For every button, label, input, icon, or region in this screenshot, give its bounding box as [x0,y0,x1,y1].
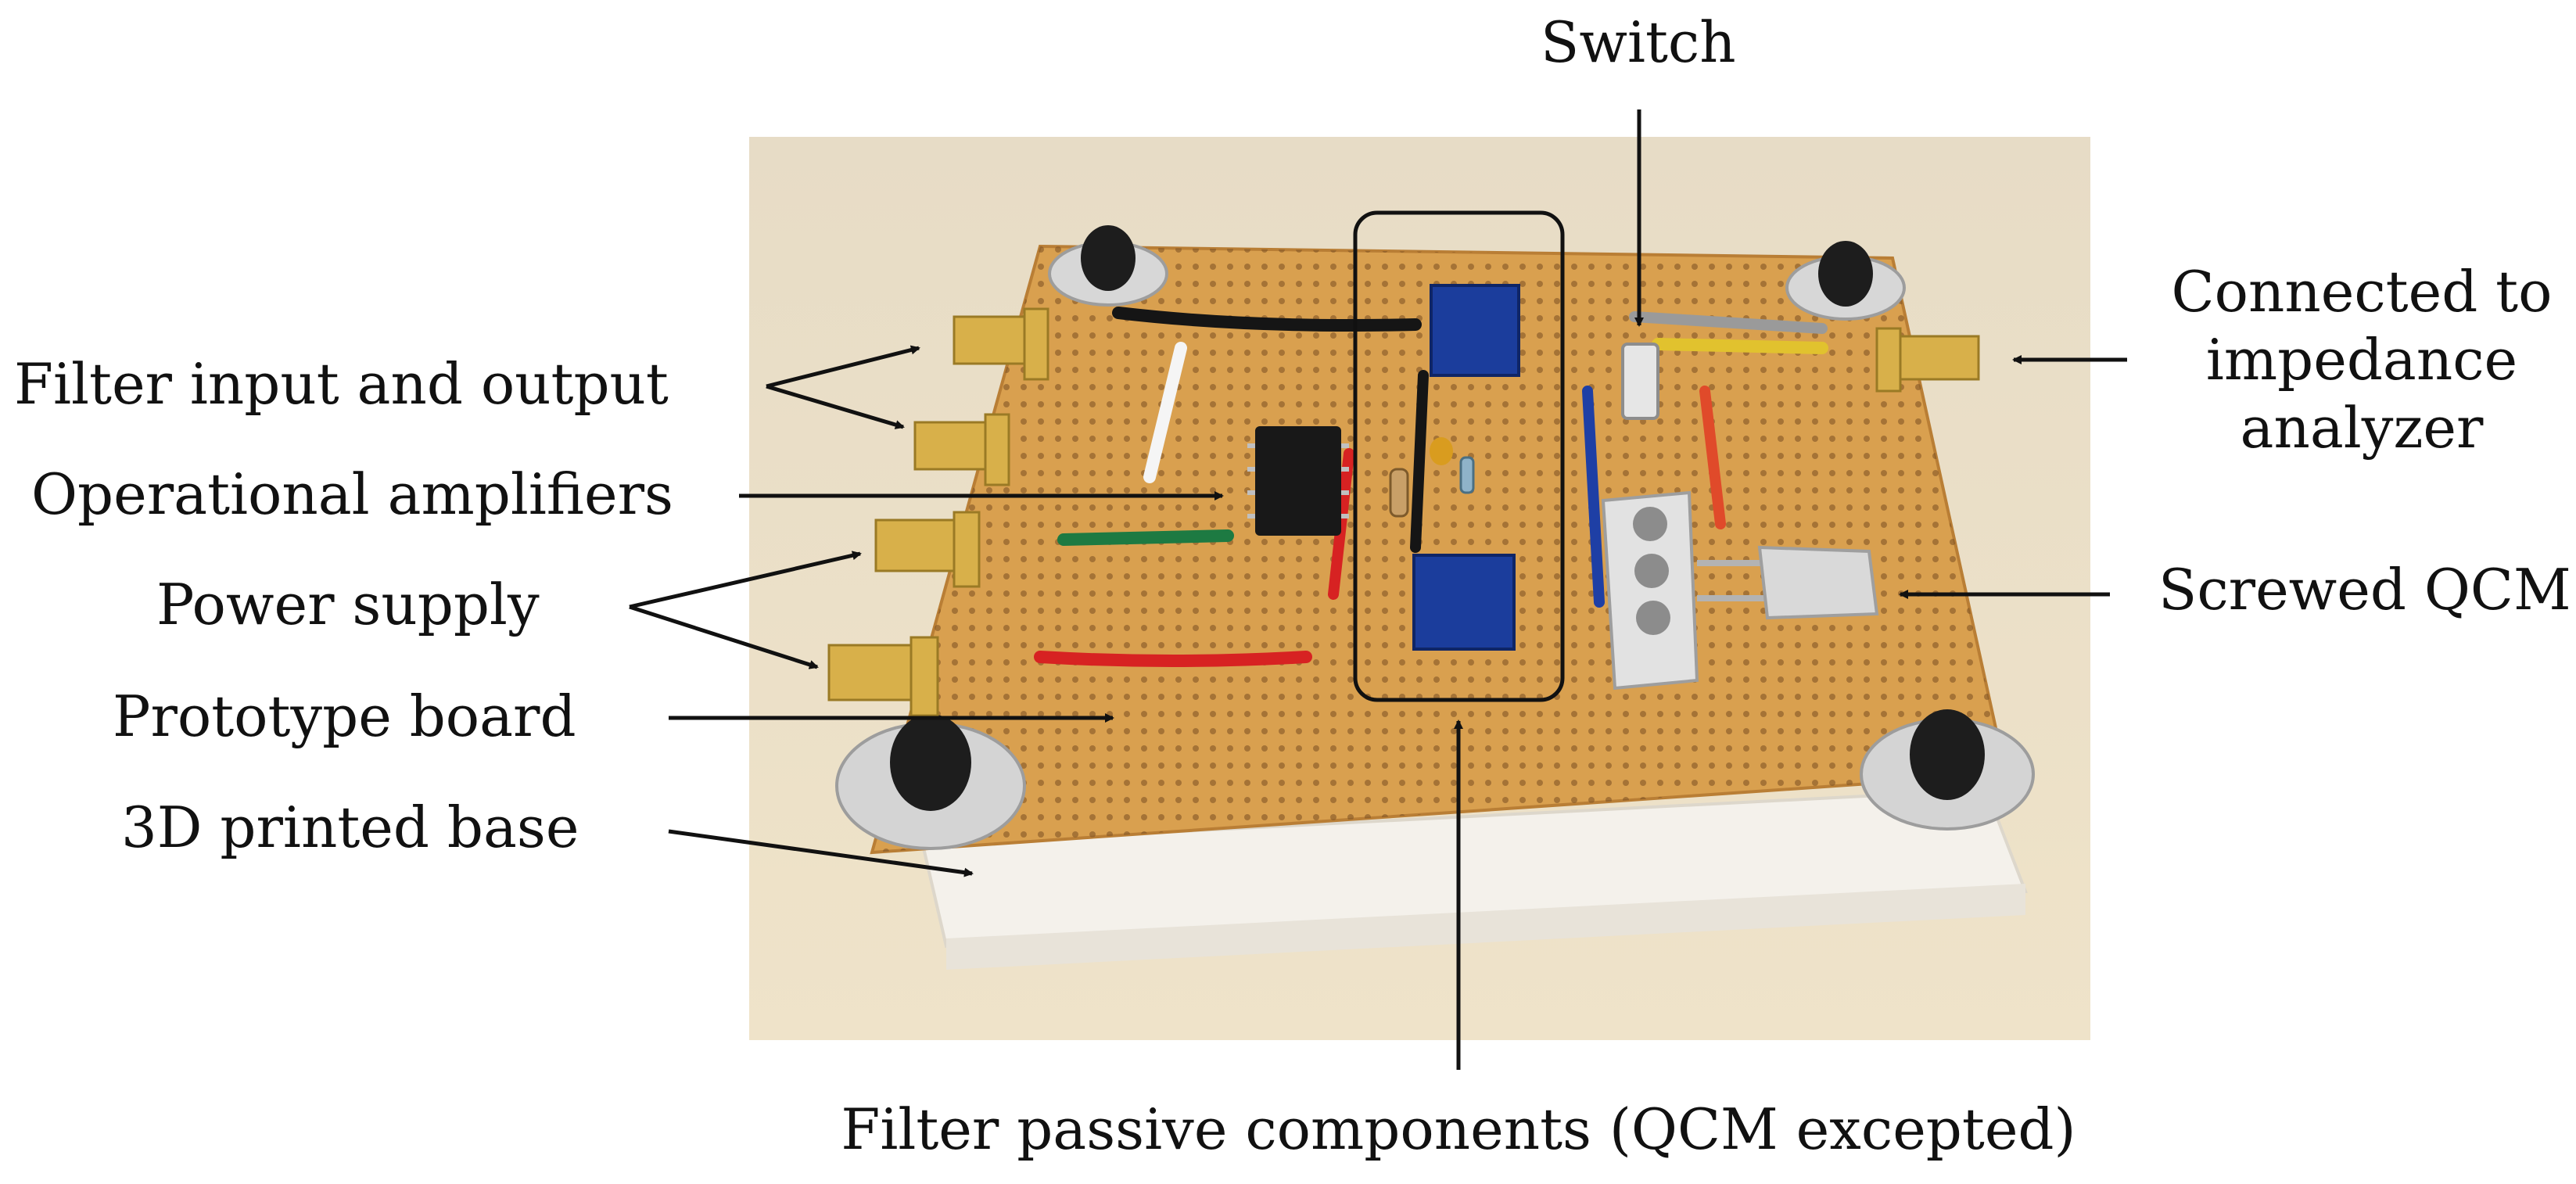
wire-black-vertical [1410,370,1429,553]
label-screwed-qcm: Screwed QCM [2158,557,2571,622]
wire-red-bottom [1034,651,1312,667]
passive-components-box [1353,210,1565,702]
label-op-amps: Operational amplifiers [31,461,673,527]
capacitor [1430,437,1453,465]
wire-black [1112,307,1422,332]
arrow-printed-base [668,829,974,877]
label-passive-components: Filter passive components (QCM excepted) [841,1096,2076,1162]
op-amp-chip [1247,426,1349,536]
screw-top-right [1785,241,1906,321]
label-impedance-line1: Connected to [2171,259,2553,325]
label-printed-base: 3D printed base [121,795,579,860]
resistor-1 [1389,468,1409,518]
wire-red-right [1699,386,1726,529]
potentiometer-bottom [1412,554,1516,651]
arrow-power-1 [629,551,862,609]
label-power-supply: Power supply [156,572,540,637]
label-impedance-line2: impedance [2205,327,2518,393]
label-prototype-board: Prototype board [113,683,576,749]
arrow-power-2 [629,605,819,669]
label-filter-io: Filter input and output [14,351,669,417]
sma-connector-4 [827,636,939,717]
switch-component [1621,343,1659,420]
wire-blue [1582,386,1605,608]
arrow-filter-io-2 [766,384,905,429]
wire-white [1143,342,1187,483]
label-switch: Switch [1541,9,1736,75]
resistor-2 [1459,456,1475,494]
wire-yellow [1652,338,1828,354]
screw-bottom-right [1860,709,2035,831]
qcm-crystal [1697,545,1879,620]
screw-bottom-left [835,714,1026,850]
sma-connector-right [1875,327,1980,393]
sma-connector-2 [913,413,1010,486]
label-impedance-line3: analyzer [2240,395,2484,461]
wire-green [1057,529,1234,546]
sma-connector-3 [874,511,981,588]
potentiometer-top [1430,284,1520,377]
sma-connector-1 [953,307,1049,381]
wire-gray [1629,311,1828,334]
screw-top-left [1048,225,1168,307]
screw-terminal [1601,490,1699,691]
arrow-filter-io-1 [766,345,920,389]
